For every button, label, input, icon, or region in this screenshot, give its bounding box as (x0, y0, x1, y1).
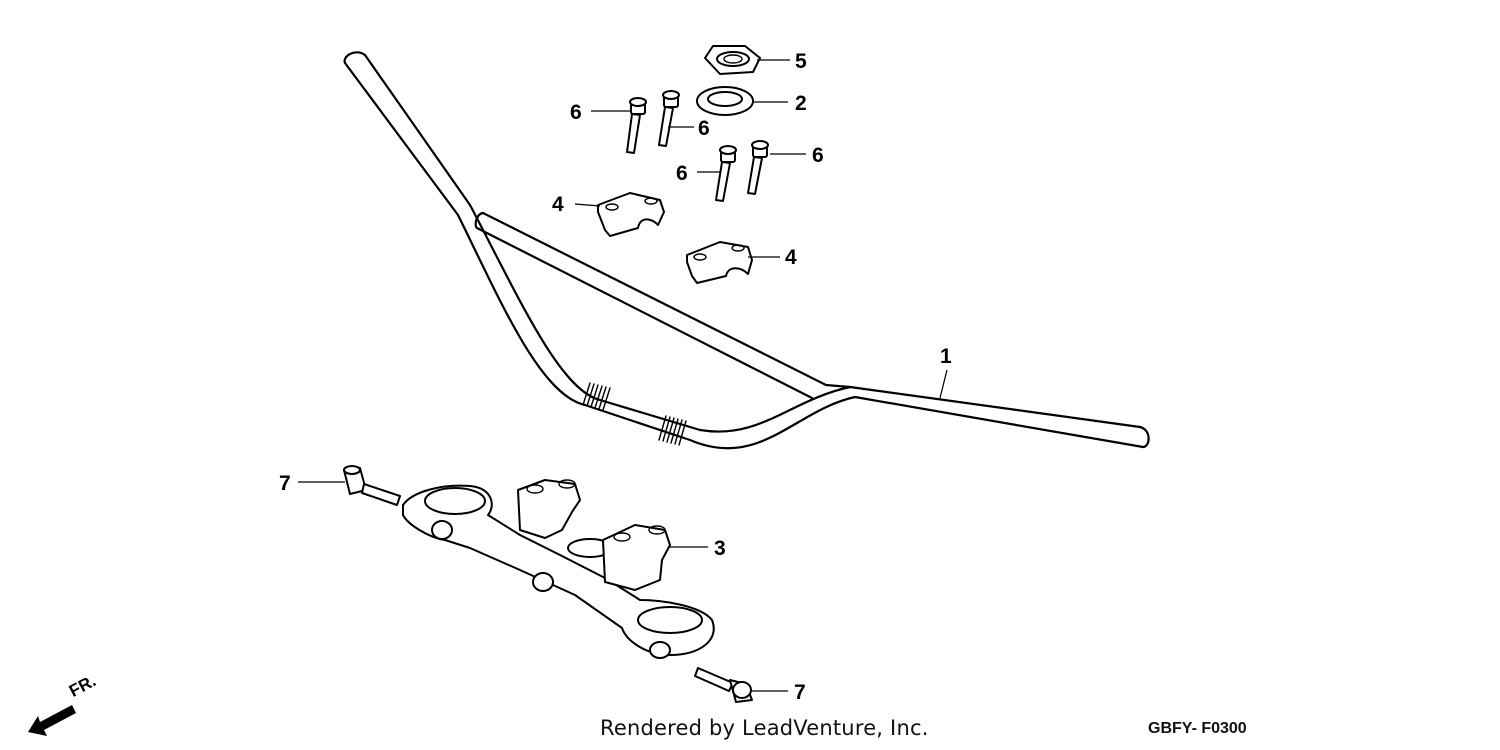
callout-holder-upper: 4 (552, 193, 564, 216)
washer (696, 86, 754, 116)
holder-lower (686, 241, 753, 284)
callout-holder-lower: 4 (785, 246, 797, 269)
callout-bridge-bolt-left: 7 (279, 472, 291, 495)
bridge-bolt-left (343, 465, 401, 506)
callout-washer: 2 (795, 92, 807, 115)
callout-bolt-a: 6 (570, 101, 582, 124)
handlebar (343, 51, 1150, 450)
callout-top-bridge: 3 (714, 537, 726, 560)
callout-bolt-d: 6 (812, 144, 824, 167)
render-credit: Rendered by LeadVenture, Inc. (600, 716, 929, 740)
bolt-d (747, 140, 769, 195)
callout-handlebar: 1 (940, 345, 952, 368)
callout-nut: 5 (795, 50, 807, 73)
knurled-section-left (582, 382, 611, 411)
bolt-c (715, 145, 737, 202)
top-bridge (402, 479, 715, 659)
knurled-section-right (658, 415, 687, 446)
bridge-bolt-right (694, 667, 753, 703)
bolt-a (626, 97, 647, 154)
callout-bridge-bolt-right: 7 (794, 681, 806, 704)
diagram-code: GBFY- F0300 (1148, 720, 1247, 737)
callouts: 1 2 3 4 4 5 6 6 6 6 7 7 (279, 50, 952, 704)
front-arrow-icon (28, 705, 76, 736)
bolt-b (658, 90, 680, 147)
nut (704, 45, 761, 75)
callout-bolt-b: 6 (698, 117, 710, 140)
callout-bolt-c: 6 (676, 162, 688, 185)
holder-upper (597, 192, 665, 237)
